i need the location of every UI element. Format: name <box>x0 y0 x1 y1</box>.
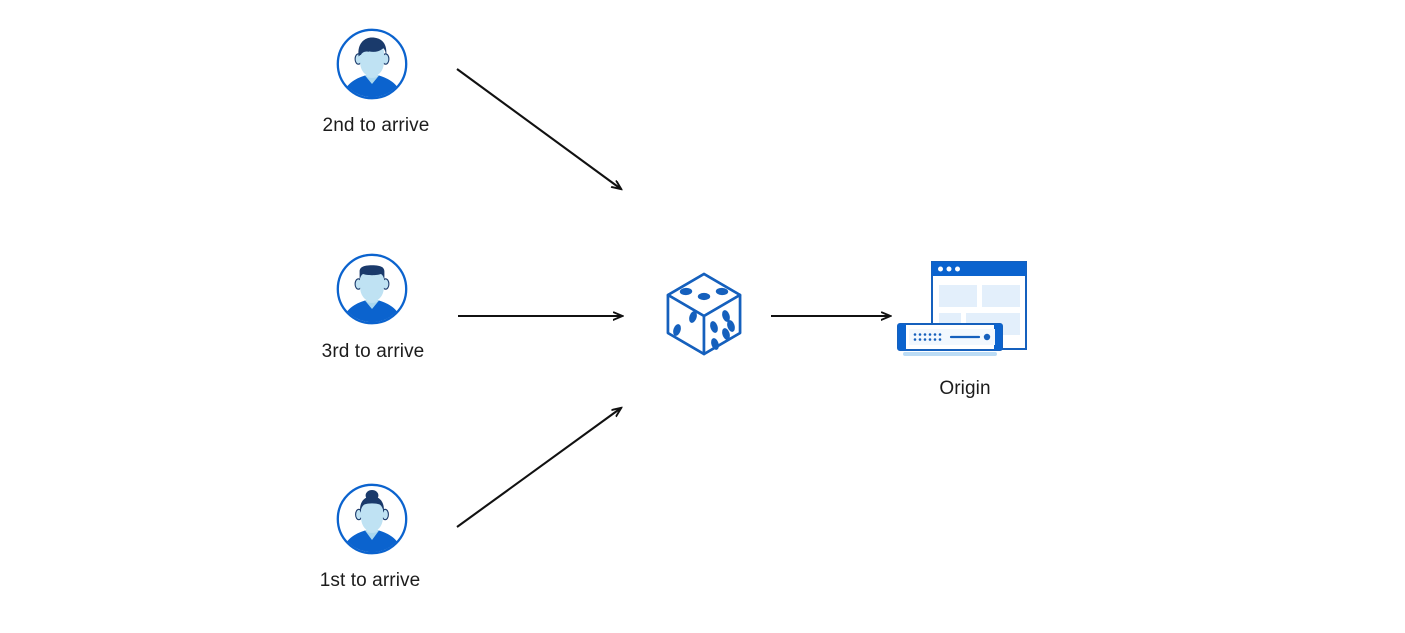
user-avatar-icon <box>336 253 408 325</box>
client-2nd-label: 2nd to arrive <box>322 115 430 136</box>
arrow-1st-to-dice <box>456 408 621 528</box>
origin-server-icon <box>893 256 1033 361</box>
dice-icon <box>660 268 748 360</box>
client-3rd-label: 3rd to arrive <box>321 341 425 362</box>
user-avatar-icon <box>336 483 408 555</box>
user-avatar-icon <box>336 28 408 100</box>
origin-label: Origin <box>939 378 991 399</box>
server-appliance-icon <box>897 323 1003 356</box>
client-1st-label: 1st to arrive <box>319 570 421 591</box>
